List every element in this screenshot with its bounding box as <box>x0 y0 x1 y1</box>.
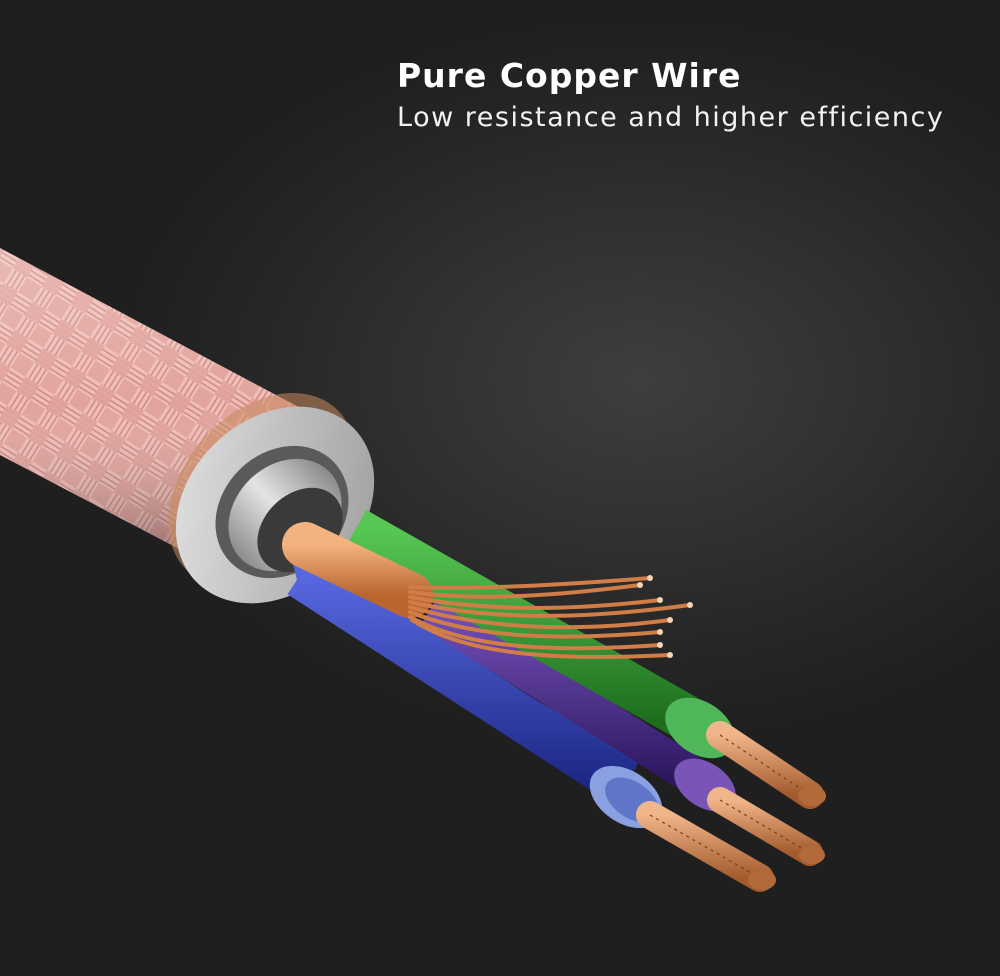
headline-title: Pure Copper Wire <box>397 56 742 95</box>
headline-block: Pure Copper Wire Low resistance and high… <box>397 56 970 136</box>
copper-strands <box>408 575 826 892</box>
headline-subtitle: Low resistance and higher efficiency <box>397 102 945 133</box>
